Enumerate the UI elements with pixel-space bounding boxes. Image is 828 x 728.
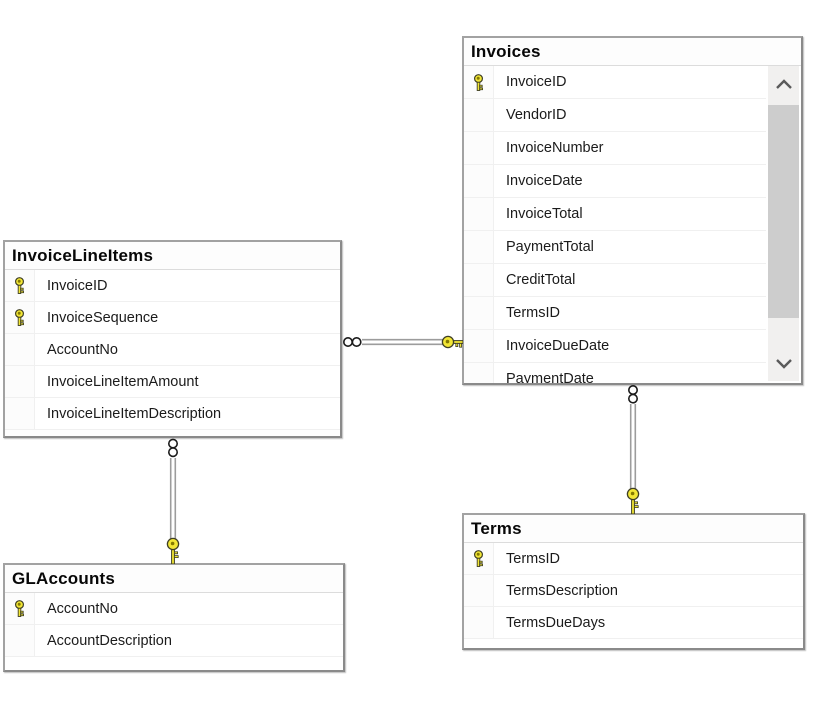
column-name: AccountDescription: [47, 632, 172, 649]
column-row-vendorid[interactable]: VendorID: [464, 99, 766, 132]
column-name: InvoiceID: [506, 74, 567, 90]
key-cell: [464, 330, 494, 362]
column-row-termsduedays[interactable]: TermsDueDays: [464, 607, 803, 639]
scrollbar-thumb[interactable]: [768, 105, 799, 318]
table-glaccounts-header[interactable]: GLAccounts: [5, 565, 343, 593]
table-terms-header[interactable]: Terms: [464, 515, 803, 543]
column-row-accountno[interactable]: AccountNo: [5, 593, 343, 625]
table-invoices-columns: InvoiceID VendorID InvoiceNumber Invoice…: [464, 66, 766, 383]
relationship-invoices-terms[interactable]: [620, 385, 646, 514]
table-invoicelineitems-header[interactable]: InvoiceLineItems: [5, 242, 340, 270]
column-row-termsid[interactable]: TermsID: [464, 297, 766, 330]
column-name: TermsDueDays: [506, 614, 606, 631]
key-cell: [5, 334, 35, 365]
relationship-line[interactable]: [629, 404, 637, 494]
key-cell: [464, 543, 494, 574]
key-cell: [464, 198, 494, 230]
vertical-scrollbar[interactable]: [768, 66, 799, 381]
key-cell: [464, 66, 494, 98]
column-name: InvoiceDate: [506, 173, 583, 189]
column-row-invoicedate[interactable]: InvoiceDate: [464, 165, 766, 198]
column-name: TermsID: [506, 305, 560, 321]
table-invoicelineitems[interactable]: InvoiceLineItems InvoiceID: [3, 240, 342, 438]
column-name: VendorID: [506, 107, 567, 123]
column-row-accountdescription[interactable]: AccountDescription: [5, 625, 343, 657]
key-cell: [464, 165, 494, 197]
key-cell: [464, 575, 494, 606]
primary-key-icon: [14, 277, 25, 294]
chevron-down-icon: [775, 358, 792, 369]
column-name: TermsID: [506, 550, 560, 567]
key-cell: [464, 363, 494, 383]
column-row-invoicenumber[interactable]: InvoiceNumber: [464, 132, 766, 165]
column-row-invoiceduedate[interactable]: InvoiceDueDate: [464, 330, 766, 363]
column-row-termsdescription[interactable]: TermsDescription: [464, 575, 803, 607]
key-cell: [5, 302, 35, 333]
column-name: CreditTotal: [506, 272, 576, 288]
column-name: AccountNo: [47, 341, 118, 358]
table-title: InvoiceLineItems: [12, 245, 154, 265]
key-cell: [464, 297, 494, 329]
primary-key-icon: [473, 550, 484, 567]
column-row-termsid[interactable]: TermsID: [464, 543, 803, 575]
column-row-paymentdate-clipped[interactable]: PaymentDate: [464, 363, 766, 383]
column-row-invoicelineitemdescription[interactable]: InvoiceLineItemDescription: [5, 398, 340, 430]
scroll-up-button[interactable]: [768, 66, 799, 102]
key-cell: [464, 99, 494, 131]
relationship-line[interactable]: [362, 338, 443, 346]
table-invoices-header[interactable]: Invoices: [464, 38, 801, 66]
table-glaccounts-columns: AccountNo AccountDescription: [5, 593, 343, 670]
column-name: InvoiceNumber: [506, 140, 604, 156]
column-name: InvoiceID: [47, 277, 108, 294]
column-name: InvoiceLineItemAmount: [47, 373, 199, 390]
relationship-invoicelineitems-invoices[interactable]: [342, 329, 463, 355]
table-invoices[interactable]: Invoices InvoiceID VendorID: [462, 36, 803, 385]
table-title: GLAccounts: [12, 568, 116, 588]
column-name: AccountNo: [47, 600, 118, 617]
table-title: Terms: [471, 518, 522, 538]
key-cell: [5, 625, 35, 656]
table-invoicelineitems-columns: InvoiceID InvoiceSequence AccountNo: [5, 270, 340, 436]
key-cell: [5, 593, 35, 624]
key-cell: [464, 231, 494, 263]
column-name: InvoiceDueDate: [506, 338, 610, 354]
key-cell: [464, 607, 494, 638]
column-row-invoicelineitemamount[interactable]: InvoiceLineItemAmount: [5, 366, 340, 398]
many-cardinality-icon: [628, 385, 638, 404]
column-name: PaymentDate: [506, 371, 594, 383]
relationship-line[interactable]: [169, 458, 177, 544]
key-cell: [464, 132, 494, 164]
column-name: InvoiceSequence: [47, 309, 159, 326]
one-cardinality-key-icon: [166, 537, 180, 564]
chevron-up-icon: [775, 78, 792, 89]
column-row-invoiceid[interactable]: InvoiceID: [464, 66, 766, 99]
many-cardinality-icon: [343, 337, 362, 347]
column-row-accountno[interactable]: AccountNo: [5, 334, 340, 366]
column-name: InvoiceTotal: [506, 206, 583, 222]
column-row-paymenttotal[interactable]: PaymentTotal: [464, 231, 766, 264]
column-name: TermsDescription: [506, 582, 618, 599]
many-cardinality-icon: [168, 438, 178, 458]
key-cell: [5, 398, 35, 429]
key-cell: [5, 366, 35, 397]
one-cardinality-key-icon: [441, 335, 463, 349]
table-terms[interactable]: Terms TermsID TermsDescription: [462, 513, 805, 650]
column-row-invoiceid[interactable]: InvoiceID: [5, 270, 340, 302]
one-cardinality-key-icon: [626, 487, 640, 514]
primary-key-icon: [14, 600, 25, 617]
scroll-down-button[interactable]: [768, 345, 799, 381]
column-name: PaymentTotal: [506, 239, 594, 255]
table-title: Invoices: [471, 41, 541, 61]
column-row-credittotal[interactable]: CreditTotal: [464, 264, 766, 297]
table-glaccounts[interactable]: GLAccounts AccountNo AccountDescription: [3, 563, 345, 672]
key-cell: [464, 264, 494, 296]
primary-key-icon: [14, 309, 25, 326]
table-terms-columns: TermsID TermsDescription TermsDueDays: [464, 543, 803, 648]
key-cell: [5, 270, 35, 301]
column-row-invoicetotal[interactable]: InvoiceTotal: [464, 198, 766, 231]
primary-key-icon: [473, 73, 484, 91]
column-name: InvoiceLineItemDescription: [47, 405, 222, 422]
relationship-invoicelineitems-glaccounts[interactable]: [160, 438, 186, 564]
column-row-invoicesequence[interactable]: InvoiceSequence: [5, 302, 340, 334]
